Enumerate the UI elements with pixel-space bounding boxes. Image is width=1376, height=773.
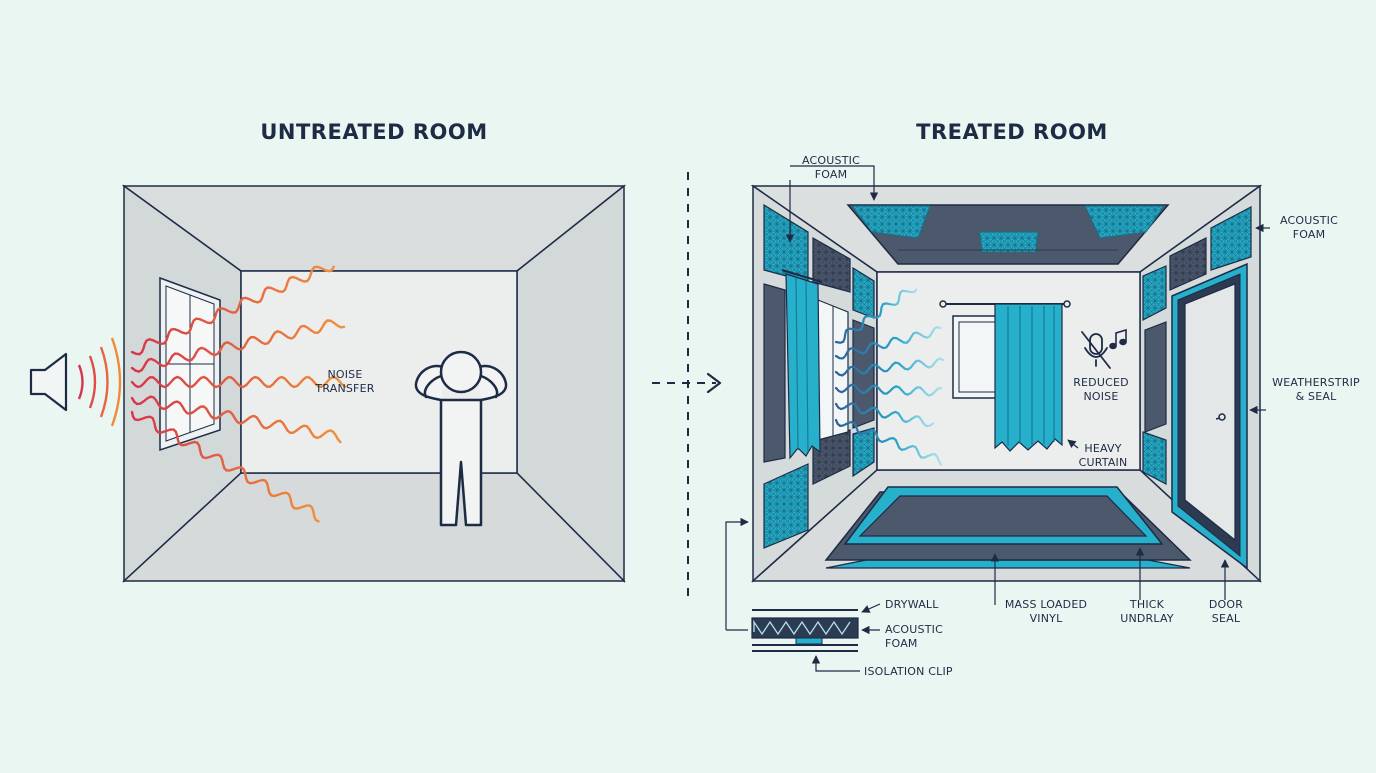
attenuated-wave (834, 383, 943, 397)
side-window (817, 299, 849, 441)
noise-wave (130, 319, 346, 373)
door-seal-line-2: SEAL (1211, 612, 1241, 625)
callout-lines (725, 165, 1270, 672)
reduced-noise-label: REDUCED NOISE (1056, 376, 1146, 404)
treated-room (725, 165, 1270, 672)
door-seal-label: DOOR SEAL (1196, 598, 1256, 626)
section-acoustic-foam-line-1: ACOUSTIC (885, 623, 943, 636)
floor-treatment (824, 486, 1192, 569)
right-wall-foam-panels (1142, 206, 1252, 485)
noise-wave (130, 265, 335, 356)
transition-arrow-icon (706, 372, 722, 394)
acoustic-foam-top-line-1: ACOUSTIC (802, 154, 860, 167)
heavy-curtain-label: HEAVY CURTAIN (1060, 442, 1146, 470)
attenuated-wave (834, 288, 918, 344)
attenuated-wave (834, 325, 942, 360)
attenuated-wave (834, 402, 935, 428)
attenuated-noise-waves (834, 288, 945, 466)
acoustic-foam-right-line-1: ACOUSTIC (1280, 214, 1338, 227)
noise-transfer-line-2: TRANSFER (315, 382, 375, 395)
mass-loaded-vinyl-line-1: MASS LOADED (1004, 598, 1088, 611)
untreated-room (29, 184, 627, 583)
noise-transfer-label: NOISE TRANSFER (300, 368, 390, 396)
section-acoustic-foam-label: ACOUSTIC FOAM (885, 623, 943, 651)
weatherstrip-line-1: WEATHERSTRIP (1272, 376, 1360, 389)
attenuated-wave (834, 357, 945, 377)
music-note-icon (1109, 328, 1127, 350)
sealed-door (1171, 262, 1248, 570)
weatherstrip-label: WEATHERSTRIP & SEAL (1258, 376, 1374, 404)
weatherstrip-line-2: & SEAL (1295, 390, 1337, 403)
reduced-noise-line-1: REDUCED (1073, 376, 1129, 389)
noise-transfer-line-1: NOISE (327, 368, 363, 381)
divider (652, 172, 722, 600)
thick-underlay-label: THICK UNDRLAY (1114, 598, 1180, 626)
ceiling-acoustic-cloud (846, 204, 1170, 265)
section-acoustic-foam-line-2: FOAM (885, 637, 918, 650)
acoustic-foam-right-label: ACOUSTIC FOAM (1262, 214, 1356, 242)
drywall-label: DRYWALL (885, 598, 939, 611)
attenuated-wave (834, 418, 942, 466)
speaker-icon (29, 337, 122, 427)
heavy-curtain-line-1: HEAVY (1084, 442, 1122, 455)
heavy-curtain (939, 300, 1071, 452)
mass-loaded-vinyl-line-2: VINYL (1029, 612, 1063, 625)
acoustic-foam-right-line-2: FOAM (1292, 228, 1326, 241)
noise-wave (130, 410, 320, 523)
noise-wave (130, 375, 347, 389)
thick-underlay-line-2: UNDRLAY (1120, 612, 1174, 625)
heavy-curtain-line-2: CURTAIN (1078, 456, 1128, 469)
acoustic-foam-top-line-2: FOAM (814, 168, 848, 181)
reduced-noise-line-2: NOISE (1083, 390, 1119, 403)
isolation-clip-label: ISOLATION CLIP (864, 665, 953, 678)
thick-underlay-line-1: THICK (1129, 598, 1165, 611)
mass-loaded-vinyl-label: MASS LOADED VINYL (994, 598, 1098, 626)
side-heavy-curtain (781, 269, 823, 460)
wall-section-detail (751, 609, 859, 652)
treated-room-title: TREATED ROOM (916, 120, 1108, 144)
acoustic-foam-top-label: ACOUSTIC FOAM (786, 154, 876, 182)
person-icon (414, 350, 508, 527)
door-seal-line-1: DOOR (1208, 598, 1244, 611)
noise-waves (130, 265, 347, 523)
untreated-room-title: UNTREATED ROOM (260, 120, 488, 144)
muted-microphone-icon (1081, 331, 1111, 369)
noise-wave (130, 395, 342, 444)
